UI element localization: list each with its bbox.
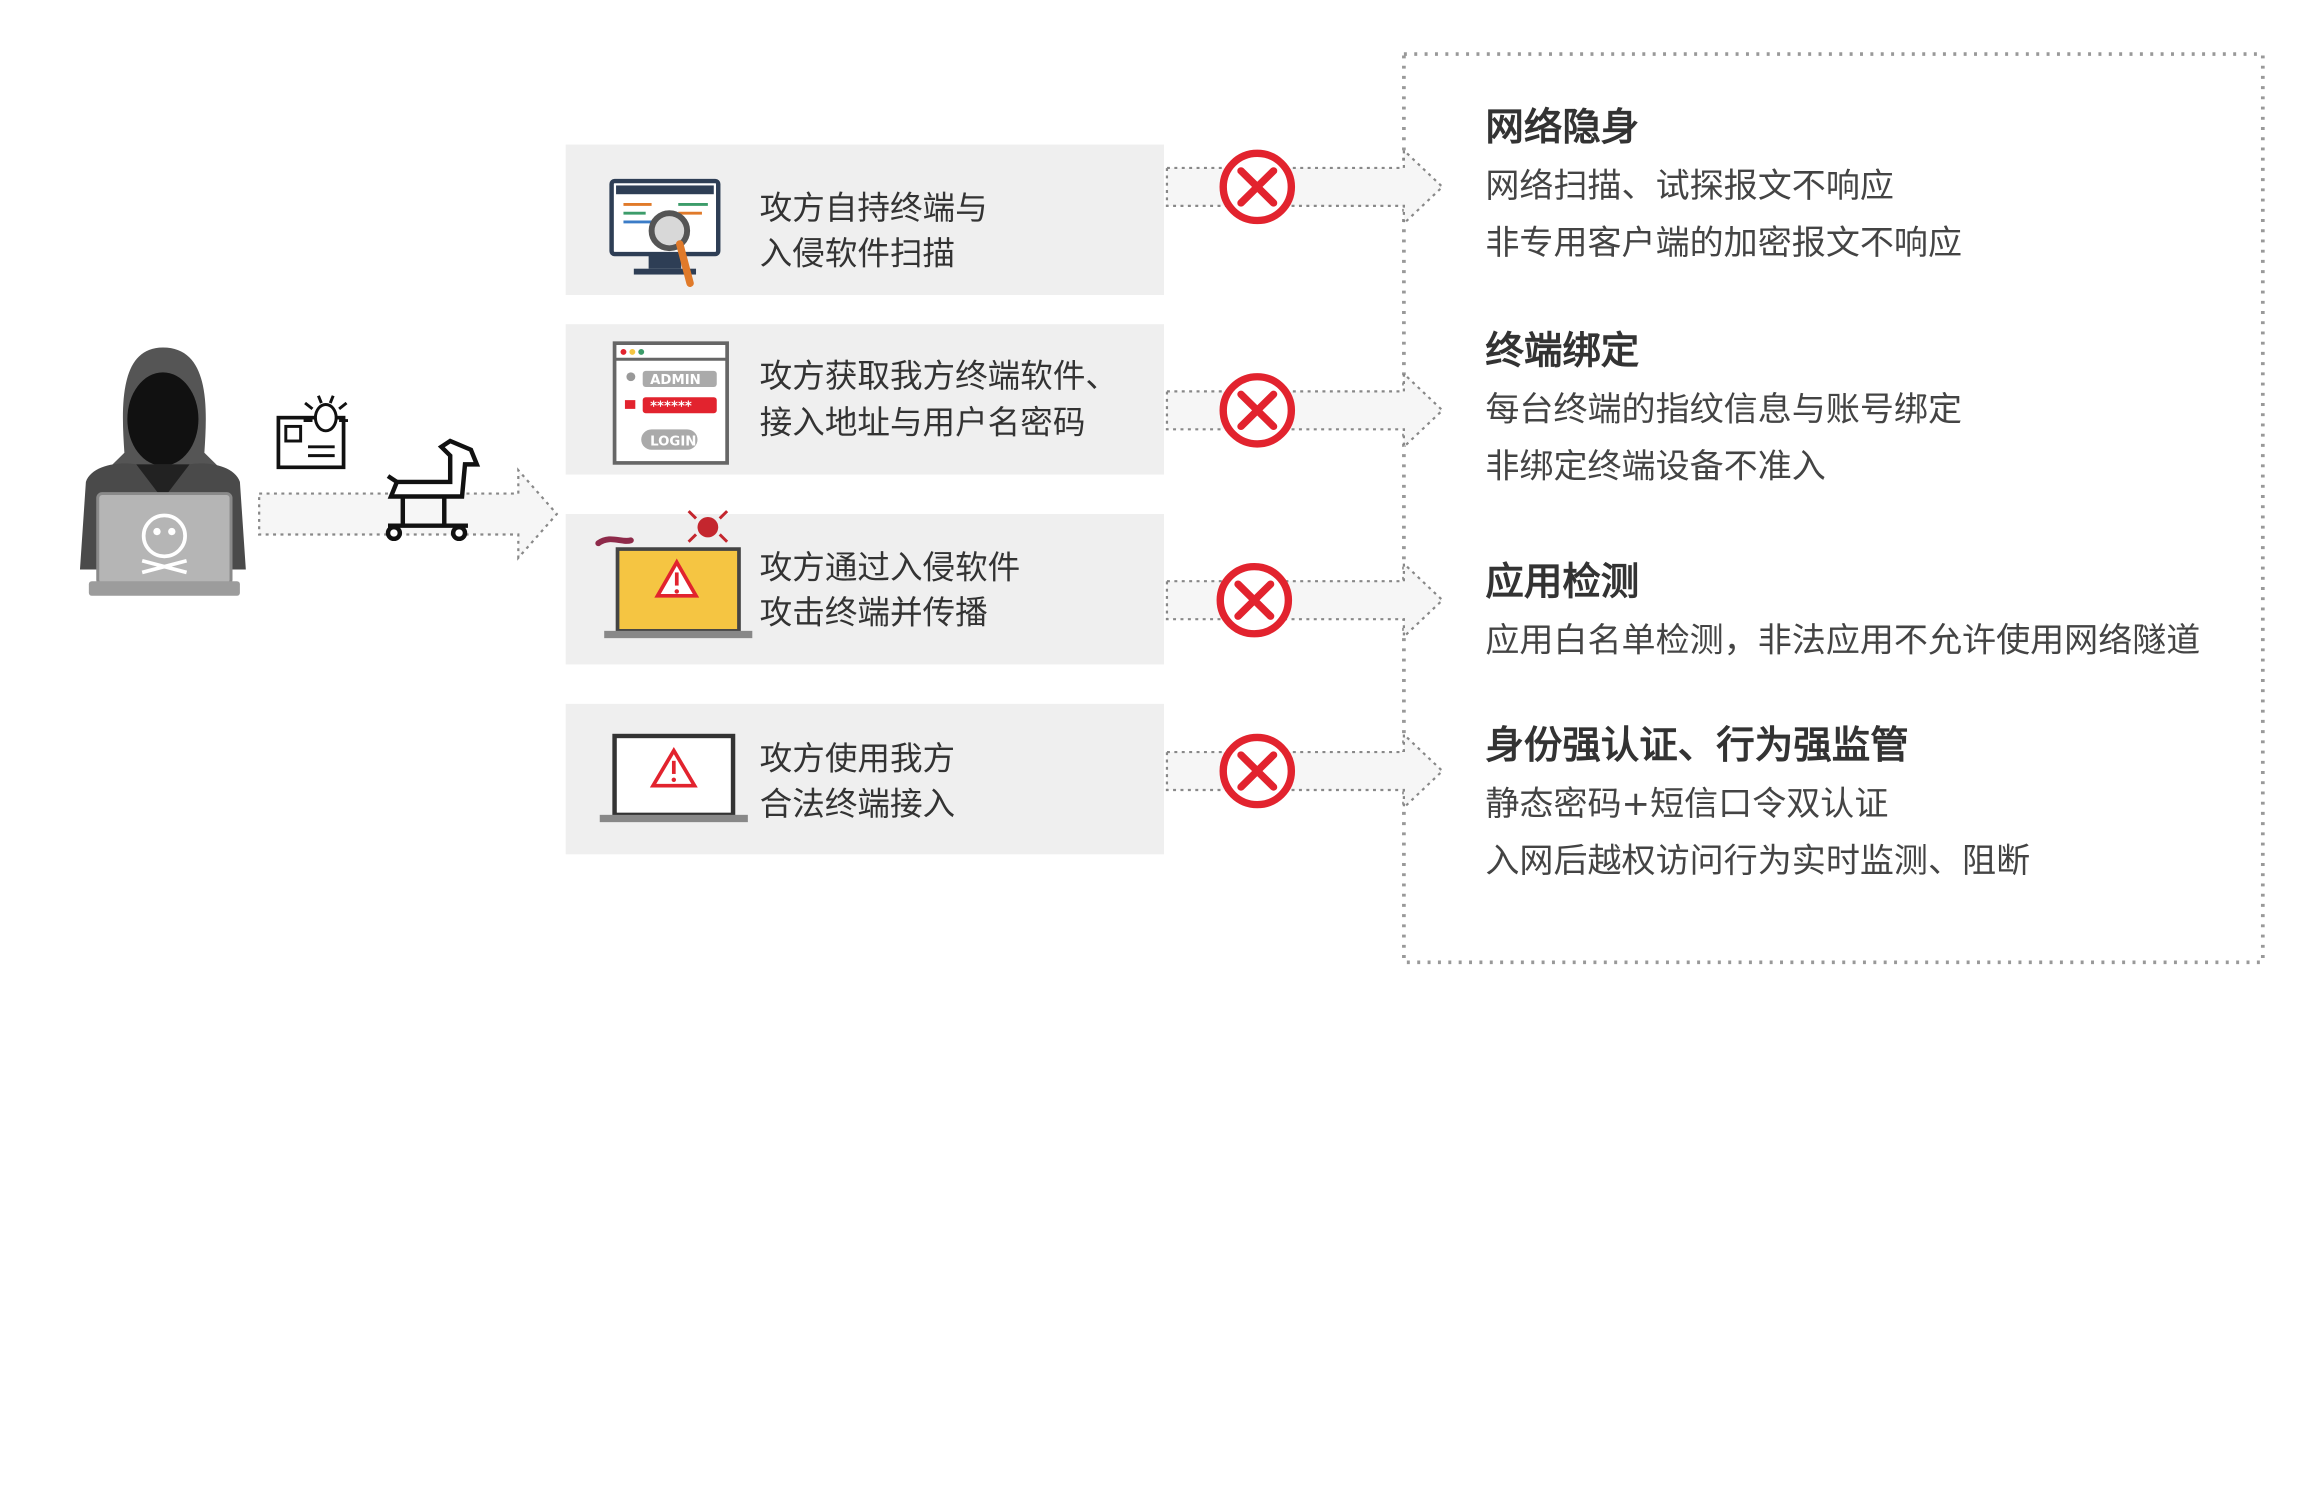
infected-email-icon	[276, 395, 349, 470]
defense-2-line-2: 非绑定终端设备不准入	[1485, 447, 1826, 486]
blocked-arrow-1	[1165, 147, 1444, 226]
attack-3-line-2: 攻击终端并传播	[760, 594, 988, 632]
defense-frame	[1402, 52, 2265, 965]
blocked-x-icon	[1219, 733, 1296, 809]
attack-4-line-2: 合法终端接入	[760, 785, 955, 823]
attack-2-line-1: 攻方获取我方终端软件、	[760, 357, 1118, 395]
defense-1-title: 网络隐身	[1485, 105, 1639, 150]
trojan-horse-icon	[385, 438, 481, 542]
login-form-icon: ADMIN ****** LOGIN	[612, 341, 729, 465]
defense-2-line-1: 每台终端的指纹信息与账号绑定	[1485, 390, 1962, 429]
attack-1-line-1: 攻方自持终端与	[760, 189, 988, 227]
attack-3-line-1: 攻方通过入侵软件	[760, 548, 1021, 586]
monitor-magnifier-icon	[609, 178, 721, 287]
defense-3-title: 应用检测	[1485, 561, 1639, 605]
blocked-x-icon	[1219, 373, 1296, 448]
skull-laptop-icon	[88, 492, 240, 596]
attack-2-line-2: 接入地址与用户名密码	[760, 404, 1086, 442]
blocked-arrow-3	[1165, 561, 1444, 640]
attack-4-line-1: 攻方使用我方	[760, 740, 955, 778]
malware-laptop-icon	[595, 510, 753, 639]
defense-4-title: 身份强认证、行为强监管	[1485, 724, 1908, 768]
login-button: LOGIN	[650, 434, 696, 449]
defense-1-line-1: 网络扫描、试探报文不响应	[1485, 166, 1894, 205]
diagram-canvas: ADMIN ****** LOGIN 攻方自持终端与 入侵软件扫描 攻方获取我方…	[79, 52, 2265, 965]
attack-1-line-2: 入侵软件扫描	[760, 235, 955, 273]
defense-2-title: 终端绑定	[1485, 330, 1639, 374]
defense-4-line-1: 静态密码+短信口令双认证	[1485, 784, 1888, 823]
blocked-arrow-4	[1165, 731, 1444, 811]
login-username-field: ADMIN	[650, 373, 701, 388]
defense-4-line-2: 入网后越权访问行为实时监测、阻断	[1485, 841, 2030, 880]
defense-3-line-1: 应用白名单检测，非法应用不允许使用网络隧道	[1485, 621, 2200, 660]
defense-1-line-2: 非专用客户端的加密报文不响应	[1485, 223, 1962, 262]
blocked-x-icon	[1219, 149, 1296, 225]
warning-laptop-icon	[599, 733, 748, 823]
blocked-x-icon	[1216, 562, 1293, 638]
blocked-arrow-2	[1165, 371, 1444, 450]
login-password-field: ******	[650, 399, 692, 414]
attacker-arrow	[258, 467, 559, 561]
